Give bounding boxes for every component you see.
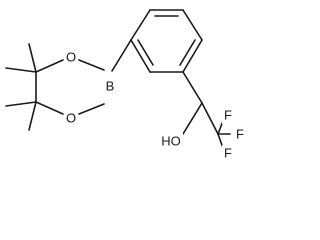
- hydroxyl-label: HO: [161, 134, 181, 149]
- bond-ring-to-carbinol: [182, 71, 203, 104]
- bond-ring-upper-left: [130, 9, 151, 41]
- double-bond-ring-right: [179, 39, 196, 66]
- bond-carbinol-to-cf3: [201, 102, 219, 135]
- bond-methyl-lower-a: [5, 101, 37, 107]
- bond-lower-oxygen-to-boron: [78, 103, 105, 115]
- dioxaborolane-ring: [35, 59, 105, 115]
- upper-oxygen-atom-label: O: [66, 50, 76, 65]
- fluorine-right-label: F: [236, 127, 244, 142]
- fluorine-top-label: F: [224, 108, 232, 123]
- atom-labels: B O O HO F F F: [64, 49, 245, 161]
- bond-ring-lower-left: [130, 39, 151, 73]
- bond-ring-lower-right: [182, 39, 203, 73]
- bond-methyl-upper-b: [5, 67, 37, 73]
- bond-boron-to-upper-oxygen: [78, 59, 105, 71]
- double-bond-ring-left: [137, 39, 154, 66]
- bond-methyl-upper-a: [28, 43, 37, 73]
- bond-carbon-to-lower-oxygen: [35, 101, 64, 115]
- lower-oxygen-atom-label: O: [66, 111, 76, 126]
- bond-upper-oxygen-to-carbon: [35, 59, 64, 73]
- methyl-groups: [5, 43, 37, 131]
- bond-ring-upper-right: [182, 9, 203, 41]
- fluorine-bottom-label: F: [224, 146, 232, 161]
- bond-methyl-lower-b: [28, 101, 37, 131]
- bond-carbinol-to-hydroxyl: [182, 102, 203, 135]
- boron-atom-label: B: [106, 79, 115, 94]
- benzene-ring: [130, 9, 203, 73]
- bond-ring-to-boron: [111, 39, 132, 72]
- chemical-structure-diagram: B O O HO F F F: [5, 9, 245, 161]
